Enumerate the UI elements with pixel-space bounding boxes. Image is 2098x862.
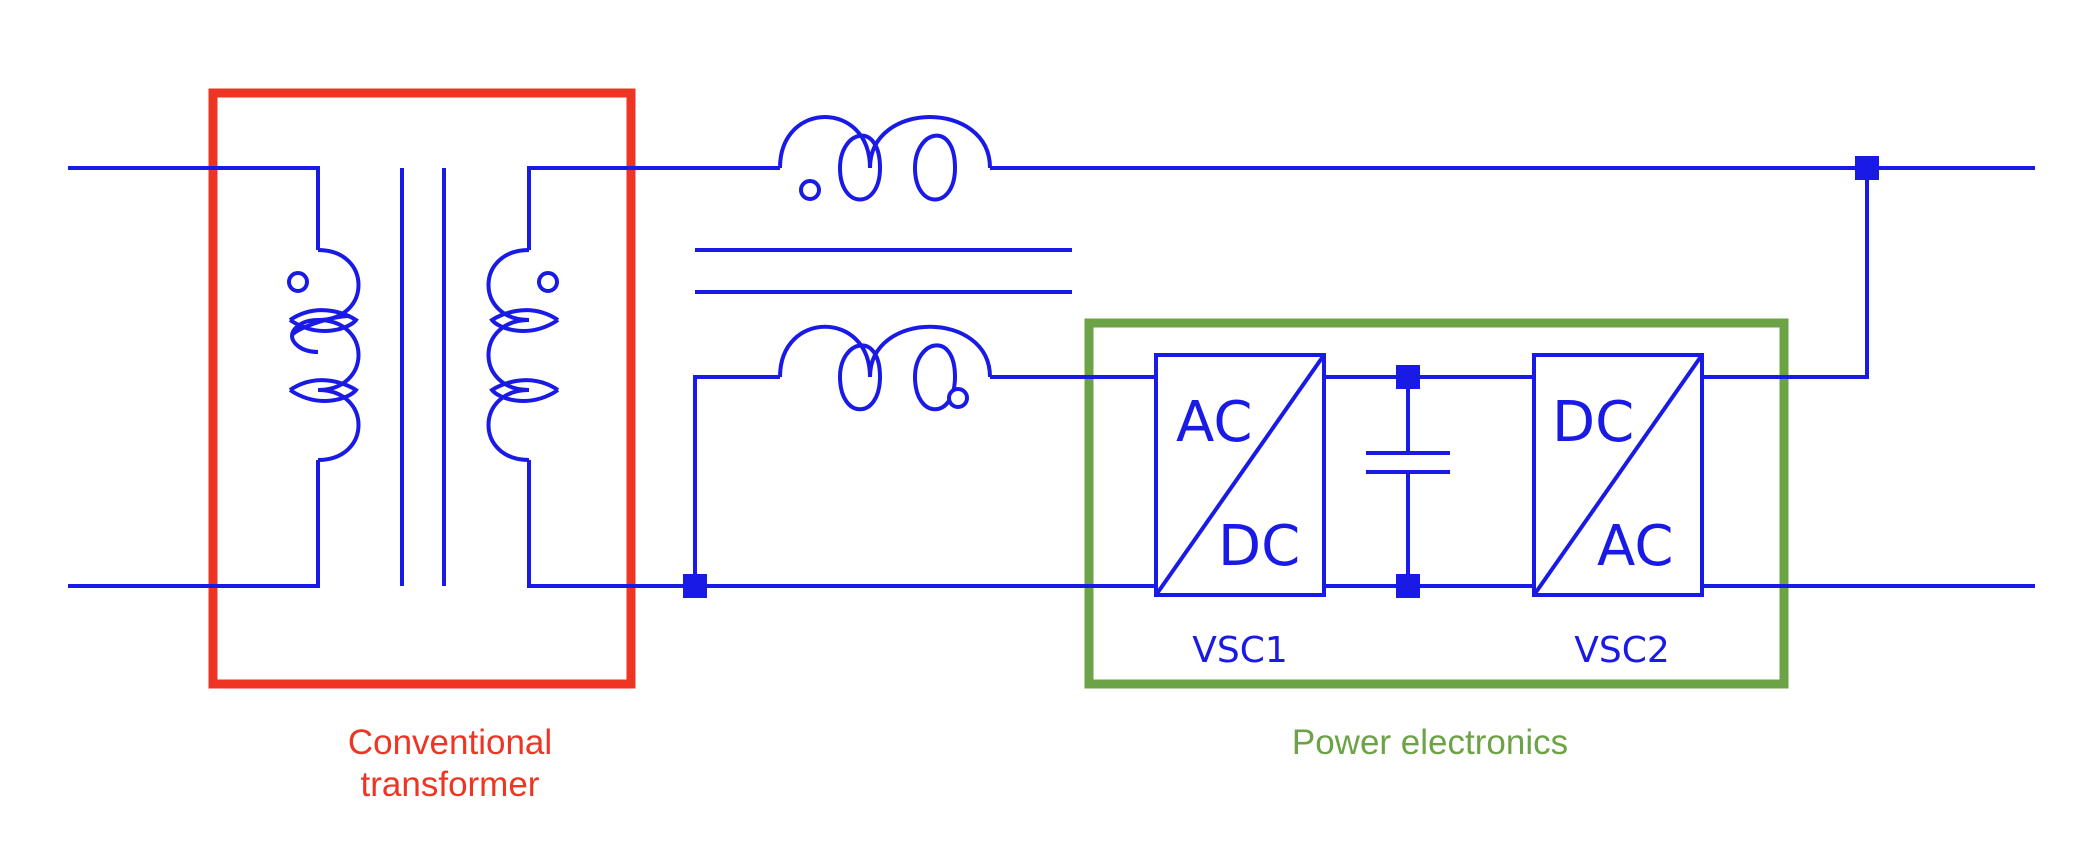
primary-loop-2	[288, 378, 359, 403]
power-electronics-label: Power electronics	[1291, 723, 1569, 762]
series-coil-top	[778, 115, 992, 202]
bottom-line-left	[68, 460, 320, 588]
transformer-label-line1: Conventional	[347, 723, 553, 762]
vsc2-diagonal	[1532, 353, 1704, 597]
primary-coil	[290, 248, 361, 462]
secondary-coil	[486, 248, 530, 462]
series-bottom-polarity-dot	[947, 387, 969, 409]
junction-node-cap-bottom	[1396, 574, 1420, 598]
series-top-polarity-dot	[799, 179, 821, 201]
secondary-top-lead	[527, 166, 780, 250]
primary-polarity-dot	[287, 271, 309, 293]
power-electronics-group-box	[1084, 318, 1789, 689]
vsc2-top-label: DC	[1552, 390, 1634, 455]
transformer-label: Conventional transformer	[280, 722, 620, 806]
vsc1-bottom-label: DC	[1218, 514, 1300, 579]
vsc1-top-label: AC	[1176, 390, 1252, 455]
secondary-bottom-lead	[527, 460, 1156, 588]
top-line-left	[68, 166, 320, 250]
secondary-loop-1	[489, 308, 560, 333]
vsc2-bottom-label: AC	[1597, 514, 1673, 579]
junction-node-top-right	[1855, 156, 1879, 180]
transformer-group-box	[208, 88, 636, 689]
primary-loop-1	[288, 308, 359, 333]
vsc1-label: VSC1	[1192, 630, 1288, 671]
secondary-polarity-dot	[537, 271, 559, 293]
series-secondary-left-lead	[693, 375, 780, 586]
series-coil-bottom	[778, 324, 992, 412]
transformer-label-line2: transformer	[360, 765, 540, 804]
vsc2-output-top	[1702, 168, 1869, 379]
junction-node-cap-top	[1396, 365, 1420, 389]
secondary-loop-2	[489, 378, 560, 403]
junction-node-bottom-left	[683, 574, 707, 598]
vsc2-label: VSC2	[1574, 630, 1670, 671]
vsc1-diagonal	[1154, 353, 1326, 597]
